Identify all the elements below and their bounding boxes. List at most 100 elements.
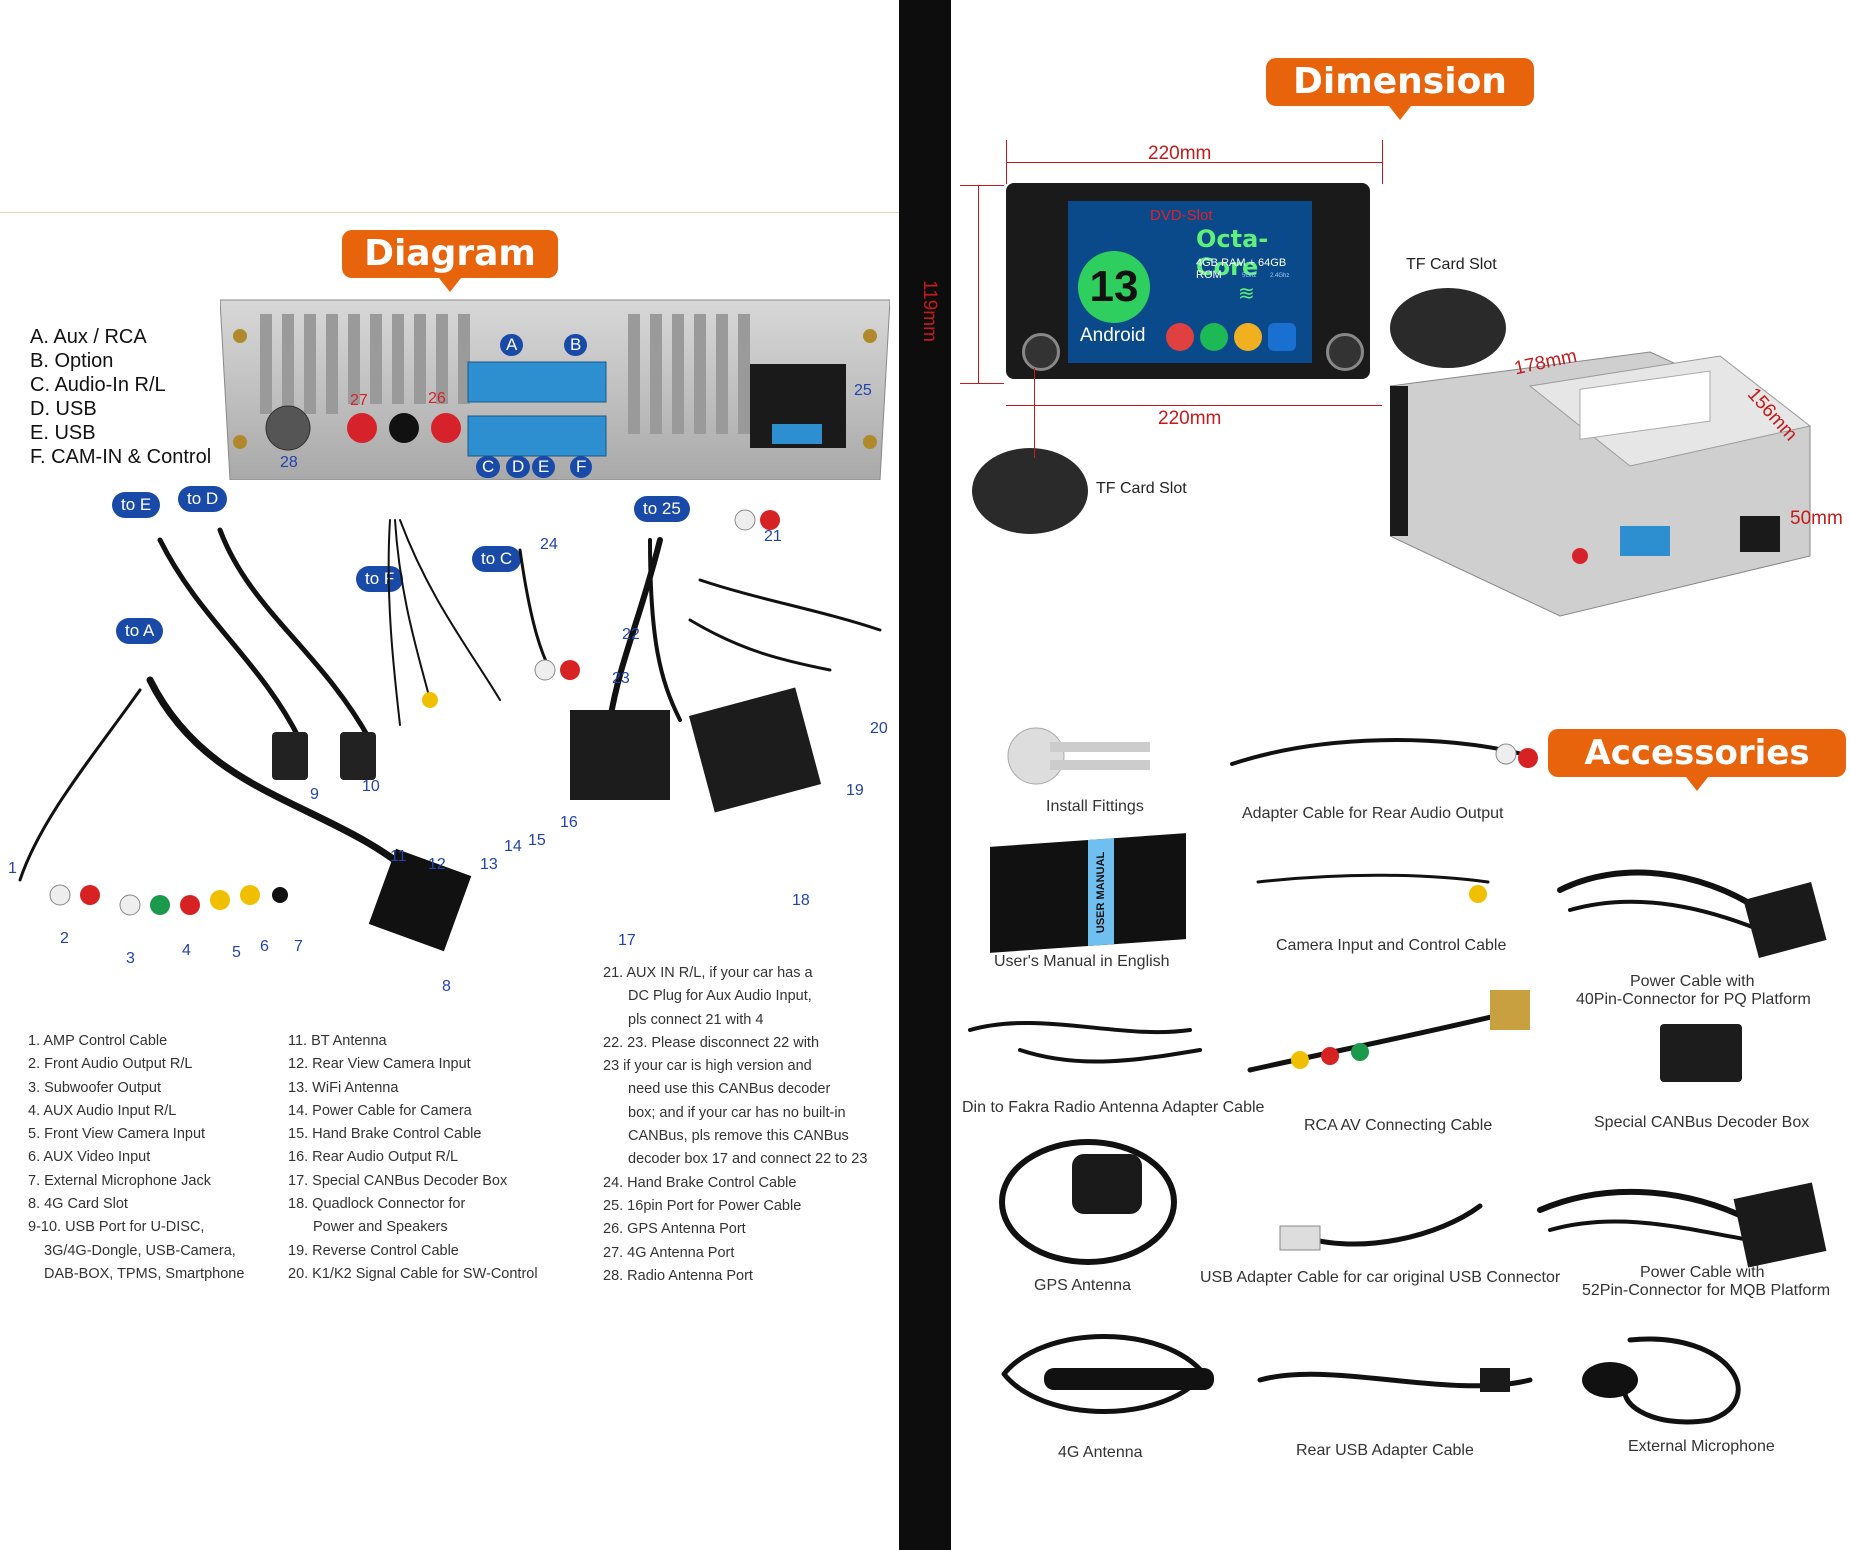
legend-item: B. Option (30, 350, 114, 372)
install-fittings-image (1007, 727, 1150, 785)
height-label: 119mm (919, 280, 940, 342)
legend-item: D. USB (30, 398, 97, 420)
canbus-decoder-box-image (1660, 1024, 1742, 1082)
list-item: 16. Rear Audio Output R/L (288, 1149, 459, 1166)
accessory-label: 4G Antenna (1058, 1444, 1143, 1461)
spotify-icon (1200, 323, 1228, 351)
divider-line (0, 212, 899, 213)
list-item: 14. Power Cable for Camera (288, 1102, 472, 1119)
tf-card-slot-zoom-1 (1390, 288, 1506, 368)
usb-adapter-cable-image (1279, 1203, 1483, 1251)
port-label-e: E (532, 456, 556, 478)
chassis-side-view (1390, 351, 1812, 617)
side2-label: 50mm (1790, 508, 1843, 529)
wifi-24g-label: 2.4Ghz (1270, 273, 1290, 279)
list-item: 2. Front Audio Output R/L (28, 1056, 193, 1073)
part-number: 2 (60, 930, 69, 947)
width-top-line (1006, 162, 1382, 163)
rear-usb-adapter-image (1257, 1368, 1533, 1392)
list-item: 26. GPS Antenna Port (603, 1221, 746, 1238)
list-item: 24. Hand Brake Control Cable (603, 1174, 797, 1191)
to-e-bubble: to E (112, 492, 161, 518)
dimension-title: Dimension (1266, 58, 1534, 120)
accessory-label: Special CANBus Decoder Box (1594, 1114, 1810, 1131)
quadlock-connector-18 (688, 687, 822, 813)
app-icon (1166, 323, 1194, 351)
list-item: 28. Radio Antenna Port (603, 1267, 753, 1284)
legend-item: E. USB (30, 422, 96, 444)
tf-card-slot-label-2: TF Card Slot (1096, 480, 1187, 497)
accessory-label: Power Cable with (1640, 1264, 1765, 1281)
list-item: 3. Subwoofer Output (28, 1079, 161, 1096)
part-number: 11 (390, 848, 407, 865)
accessory-label: RCA AV Connecting Cable (1304, 1117, 1493, 1134)
port-number-26: 26 (428, 390, 446, 407)
to-25-bubble: to 25 (634, 496, 690, 522)
accessories-title: Accessories (1548, 729, 1846, 791)
users-manual-image: USER MANUAL (990, 833, 1186, 953)
tf-slot-pointer-line (1034, 368, 1035, 458)
list-item: 15. Hand Brake Control Cable (288, 1126, 482, 1143)
width-bottom-line (1006, 405, 1382, 406)
port-number-28: 28 (280, 454, 298, 471)
legend-item: C. Audio-In R/L (30, 374, 166, 396)
list-item: 3G/4G-Dongle, USB-Camera, (44, 1242, 236, 1259)
part-number: 9 (310, 786, 319, 803)
list-item: 21. AUX IN R/L, if your car has a (603, 965, 813, 981)
accessory-label: Din to Fakra Radio Antenna Adapter Cable (962, 1099, 1265, 1116)
netflix-icon (1268, 323, 1296, 351)
rca-av-cable-image (1247, 990, 1530, 1073)
list-item: 12. Rear View Camera Input (288, 1056, 471, 1073)
legend-item: A. Aux / RCA (30, 326, 147, 348)
list-item: DC Plug for Aux Audio Input, (628, 988, 812, 1005)
external-microphone-image (1582, 1336, 1741, 1425)
center-divider-band (899, 0, 951, 1550)
port-label-b: B (564, 334, 588, 356)
rca-plugs (49, 884, 288, 916)
list-item: 8. 4G Card Slot (28, 1196, 128, 1213)
memory-label: 4GB RAM + 64GB ROM (1196, 257, 1287, 281)
dvd-slot-label: DVD-Slot (1150, 207, 1213, 224)
list-item: 27. 4G Antenna Port (603, 1244, 735, 1261)
port-label-c: C (476, 456, 501, 478)
list-item: 4. AUX Audio Input R/L (28, 1102, 177, 1119)
list-item: DAB-BOX, TPMS, Smartphone (44, 1265, 245, 1282)
part-number: 24 (540, 536, 558, 553)
list-item: decoder box 17 and connect 22 to 23 (628, 1151, 868, 1168)
camera-cable-image (1256, 873, 1490, 903)
width-top-tick-left (1006, 140, 1007, 184)
to-f-bubble: to F (356, 566, 404, 592)
list-item: CANBus, pls remove this CANBus (628, 1128, 849, 1145)
part-number: 21 (764, 528, 782, 545)
to-c-bubble: to C (472, 546, 522, 572)
screen: DVD-Slot Octa-Core 4GB RAM + 64GB ROM 5G… (1068, 201, 1312, 363)
accessory-label: USB Adapter Cable for car original USB C… (1200, 1269, 1561, 1286)
parts-list-col2: 11. BT Antenna 12. Rear View Camera Inpu… (288, 1030, 538, 1286)
cable-harness-illustration (18, 509, 882, 952)
list-item: 5. Front View Camera Input (28, 1126, 206, 1143)
to-a-bubble: to A (116, 618, 164, 644)
list-item: 9-10. USB Port for U-DISC, (28, 1219, 205, 1236)
accessory-label: 52Pin-Connector for MQB Platform (1582, 1282, 1831, 1299)
accessory-label: Adapter Cable for Rear Audio Output (1242, 805, 1504, 822)
list-item: 13. WiFi Antenna (288, 1079, 399, 1096)
part-number: 4 (182, 942, 191, 959)
power-cable-52pin-image (1537, 1182, 1827, 1268)
part-number: 3 (126, 950, 135, 967)
part-number: 12 (428, 856, 446, 873)
power-cable-40pin-image (1557, 869, 1827, 959)
android-label: Android (1080, 325, 1146, 346)
list-item: 6. AUX Video Input (28, 1149, 151, 1166)
part-number: 20 (870, 720, 888, 737)
list-item: 25. 16pin Port for Power Cable (603, 1197, 802, 1214)
part-number: 6 (260, 938, 269, 955)
usb-connector-10 (340, 732, 376, 780)
accessory-label: Install Fittings (1046, 798, 1144, 815)
part-number: 8 (442, 978, 451, 995)
list-item: box; and if your car has no built-in (628, 1104, 846, 1121)
usb-connector-9 (272, 732, 308, 780)
4g-antenna-image (1001, 1334, 1214, 1414)
port-label-f: F (570, 456, 593, 478)
list-item: 20. K1/K2 Signal Cable for SW-Control (288, 1265, 538, 1282)
width-bottom-label: 220mm (1158, 408, 1222, 429)
